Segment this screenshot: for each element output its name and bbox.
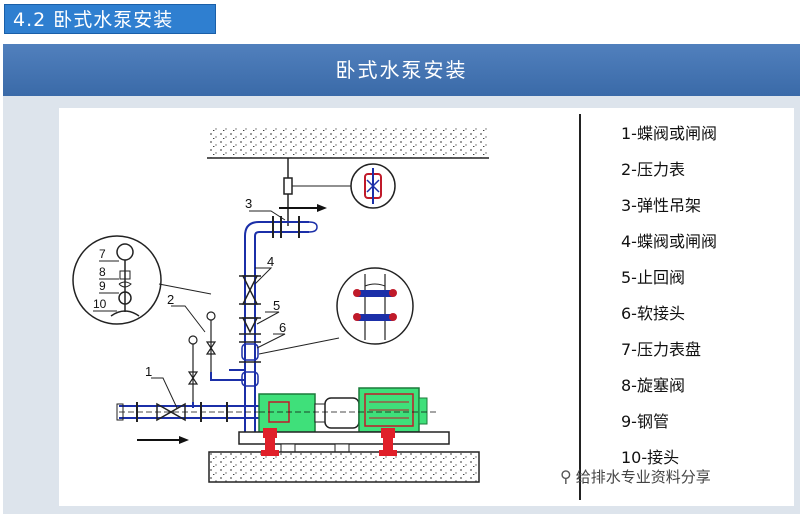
panel-divider — [579, 114, 581, 500]
callout-5: 5 — [273, 298, 280, 313]
callout-9: 9 — [99, 279, 106, 293]
pressure-gauge-suction — [187, 335, 199, 402]
gauge-detail-circle — [72, 235, 162, 325]
butterfly-valve-upper — [239, 275, 261, 305]
diagram-panel: 1 2 3 4 5 6 7 8 9 10 1-蝶阀或闸阀 2-压力表 3-弹性吊… — [59, 108, 794, 506]
ceiling-slab — [207, 128, 489, 159]
check-valve — [239, 317, 261, 335]
motor — [358, 387, 428, 433]
callout-10: 10 — [93, 297, 107, 311]
legend-item: 9-钢管 — [621, 412, 669, 431]
watermark-text: 给排水专业资料分享 — [575, 468, 711, 486]
watermark: ⚲给排水专业资料分享 — [560, 466, 711, 487]
legend-item: 10-接头 — [621, 448, 680, 467]
section-tag: 4.2 卧式水泵安装 — [4, 4, 216, 34]
hanger-detail-circle — [350, 163, 396, 209]
legend-item: 3-弹性吊架 — [621, 196, 701, 215]
legend-item: 7-压力表盘 — [621, 340, 701, 359]
legend-list: 1-蝶阀或闸阀 2-压力表 3-弹性吊架 4-蝶阀或闸阀 5-止回阀 6-软接头… — [621, 116, 717, 476]
callout-leaders — [151, 210, 286, 409]
callout-4: 4 — [267, 254, 274, 269]
legend-item: 2-压力表 — [621, 160, 685, 179]
callout-6: 6 — [279, 320, 286, 335]
slide: 卧式水泵安装 — [3, 44, 800, 514]
legend-item: 4-蝶阀或闸阀 — [621, 232, 717, 251]
elastic-hanger — [283, 158, 359, 226]
flow-arrow-discharge — [279, 204, 327, 212]
callout-1: 1 — [145, 364, 152, 379]
vibration-isolator — [261, 428, 397, 456]
callout-3: 3 — [245, 196, 252, 211]
pump-body — [258, 393, 360, 435]
callout-7: 7 — [99, 247, 106, 261]
pump-installation-diagram: 1 2 3 4 5 6 7 8 9 10 — [72, 128, 489, 483]
callout-2: 2 — [167, 292, 174, 307]
legend-item: 6-软接头 — [621, 304, 685, 323]
callout-8: 8 — [99, 265, 106, 279]
legend-item: 5-止回阀 — [621, 268, 685, 287]
concrete-foundation — [208, 451, 480, 483]
flow-arrow-suction — [137, 436, 189, 444]
discharge-pipe — [244, 216, 318, 438]
gauge-leader — [158, 283, 212, 295]
legend-item: 8-旋塞阀 — [621, 376, 685, 395]
joint-detail-circle — [336, 267, 414, 345]
slide-title: 卧式水泵安装 — [3, 44, 800, 96]
joint-leader — [258, 337, 340, 355]
gauge-callout-rules — [93, 260, 119, 312]
legend-item: 1-蝶阀或闸阀 — [621, 124, 717, 143]
butterfly-valve-suction — [156, 402, 186, 422]
wechat-icon: ⚲ — [560, 467, 572, 486]
pressure-gauge-discharge — [205, 311, 217, 372]
